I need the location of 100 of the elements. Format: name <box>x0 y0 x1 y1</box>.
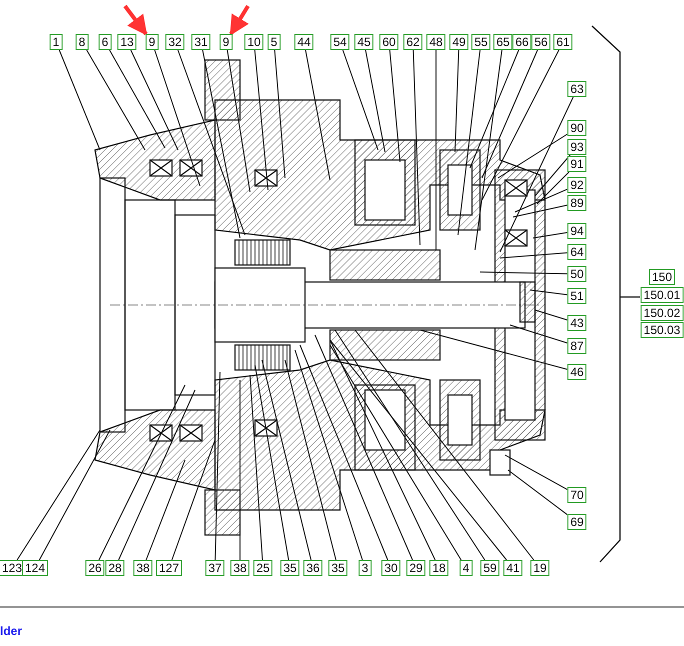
leader-line <box>412 50 420 246</box>
callout-number: 61 <box>553 34 573 50</box>
callout-number: 31 <box>191 34 211 50</box>
callout-number: 10 <box>244 34 264 50</box>
callout-number: 26 <box>85 560 105 576</box>
leader-line <box>510 324 568 344</box>
leader-line <box>171 440 216 560</box>
leader-line <box>226 50 250 192</box>
leader-line <box>532 232 568 238</box>
callout-number: 38 <box>230 560 250 576</box>
callout-number: 51 <box>567 288 587 304</box>
leader-line <box>354 330 534 560</box>
callout-number: 69 <box>567 514 587 530</box>
callout-number: 38 <box>133 560 153 576</box>
callout-number: 35 <box>280 560 300 576</box>
leader-line <box>420 330 568 370</box>
callout-number: 28 <box>105 560 125 576</box>
note-text: lder <box>0 624 22 638</box>
callout-number: 19 <box>530 560 550 576</box>
callout-number: 9 <box>146 34 158 50</box>
callout-number: 150 <box>648 269 676 285</box>
callout-number: 60 <box>379 34 399 50</box>
callout-number: 150.01 <box>640 287 684 303</box>
leader-line <box>504 454 568 490</box>
callout-number: 93 <box>567 139 587 155</box>
callout-number: 66 <box>512 34 532 50</box>
leader-line <box>536 172 570 204</box>
callout-number: 30 <box>381 560 401 576</box>
callout-number: 4 <box>460 560 472 576</box>
leader-line <box>214 372 220 560</box>
callout-number: 8 <box>76 34 88 50</box>
callout-number: 150.02 <box>640 305 684 321</box>
leader-line <box>58 50 100 150</box>
callout-number: 29 <box>406 560 426 576</box>
callout-number: 35 <box>328 560 348 576</box>
leader-line <box>330 344 462 560</box>
pointer-arrow <box>123 4 148 36</box>
leader-line <box>500 96 574 252</box>
leader-line <box>98 384 186 560</box>
callout-number: 36 <box>303 560 323 576</box>
callout-number: 3 <box>358 560 372 576</box>
leader-line <box>454 50 460 152</box>
callout-number: 25 <box>253 560 273 576</box>
leader-line <box>508 470 568 516</box>
leader-line <box>334 330 486 560</box>
leader-line <box>470 50 520 168</box>
leader-line <box>254 50 268 190</box>
callout-number: 64 <box>567 244 587 260</box>
leader-line <box>294 350 363 560</box>
leader-line <box>314 334 414 560</box>
callout-number: 18 <box>429 560 449 576</box>
callout-number: 45 <box>354 34 374 50</box>
callout-number: 1 <box>50 34 62 50</box>
callout-number: 65 <box>493 34 513 50</box>
leader-line <box>500 252 568 258</box>
leader-line <box>254 364 290 560</box>
callout-number: 55 <box>471 34 491 50</box>
callout-number: 127 <box>156 560 182 576</box>
callout-number: 87 <box>567 338 587 354</box>
leader-line <box>530 290 568 296</box>
leader-line <box>300 344 388 560</box>
callout-number: 59 <box>480 560 500 576</box>
callout-number: 94 <box>567 223 587 239</box>
leader-line <box>284 360 336 560</box>
callout-number: 37 <box>205 560 225 576</box>
callout-number: 150.03 <box>640 322 684 338</box>
leader-line <box>130 50 178 150</box>
leader-line <box>512 204 568 218</box>
callout-number: 13 <box>117 34 137 50</box>
callout-number: 6 <box>98 34 112 50</box>
leader-line <box>305 50 330 180</box>
callout-number: 92 <box>567 177 587 193</box>
callout-number: 44 <box>294 34 314 50</box>
callout-number: 70 <box>567 487 587 503</box>
leader-line <box>177 50 246 236</box>
leader-line <box>86 50 146 150</box>
callout-number: 56 <box>531 34 551 50</box>
leader-line <box>480 272 568 274</box>
leader-line <box>534 310 568 320</box>
leader-line <box>498 134 568 178</box>
callout-number: 91 <box>567 156 587 172</box>
callout-number: 43 <box>567 315 587 331</box>
callout-number: 90 <box>567 120 587 136</box>
leader-line <box>16 430 100 560</box>
callout-number: 46 <box>567 364 587 380</box>
leader-line <box>482 50 560 200</box>
leader-line <box>250 374 263 560</box>
callout-number: 5 <box>268 34 280 50</box>
callout-number: 49 <box>449 34 469 50</box>
callout-number: 62 <box>403 34 423 50</box>
leader-line <box>534 154 571 196</box>
callout-number: 50 <box>567 266 587 282</box>
callout-number: 41 <box>503 560 523 576</box>
leader-line <box>342 50 378 150</box>
leader-line <box>202 50 240 238</box>
leader-line <box>514 188 568 212</box>
leader-line <box>474 50 502 250</box>
callout-number: 54 <box>330 34 350 50</box>
leader-line <box>330 340 436 560</box>
pointer-arrow <box>229 4 250 36</box>
